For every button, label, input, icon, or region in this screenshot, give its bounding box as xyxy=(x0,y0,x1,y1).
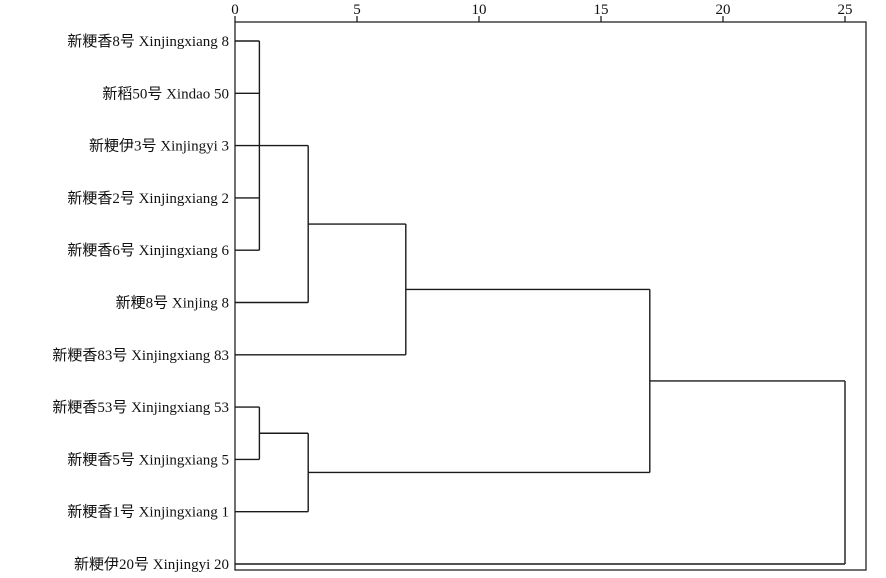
tick-label-15: 15 xyxy=(594,2,609,18)
leaf-label-9: 新粳香1号 Xinjingxiang 1 xyxy=(67,504,229,521)
leaf-label-7: 新粳香53号 Xinjingxiang 53 xyxy=(52,399,229,416)
leaf-label-0: 新粳香8号 Xinjingxiang 8 xyxy=(67,33,229,50)
leaf-label-2: 新粳伊3号 Xinjingyi 3 xyxy=(89,138,229,155)
leaf-label-1: 新稻50号 Xindao 50 xyxy=(102,85,229,102)
tick-label-10: 10 xyxy=(472,2,487,18)
tick-label-0: 0 xyxy=(231,2,239,18)
tick-label-20: 20 xyxy=(716,2,731,18)
leaf-label-5: 新粳8号 Xinjing 8 xyxy=(116,295,229,312)
leaf-label-4: 新粳香6号 Xinjingxiang 6 xyxy=(67,242,229,259)
leaf-label-10: 新粳伊20号 Xinjingyi 20 xyxy=(74,556,229,573)
tick-label-5: 5 xyxy=(353,2,361,18)
tick-label-25: 25 xyxy=(838,2,853,18)
leaf-label-6: 新粳香83号 Xinjingxiang 83 xyxy=(52,347,229,364)
leaf-label-3: 新粳香2号 Xinjingxiang 2 xyxy=(67,190,229,207)
leaf-label-8: 新粳香5号 Xinjingxiang 5 xyxy=(67,451,229,468)
plot-frame xyxy=(234,21,867,571)
